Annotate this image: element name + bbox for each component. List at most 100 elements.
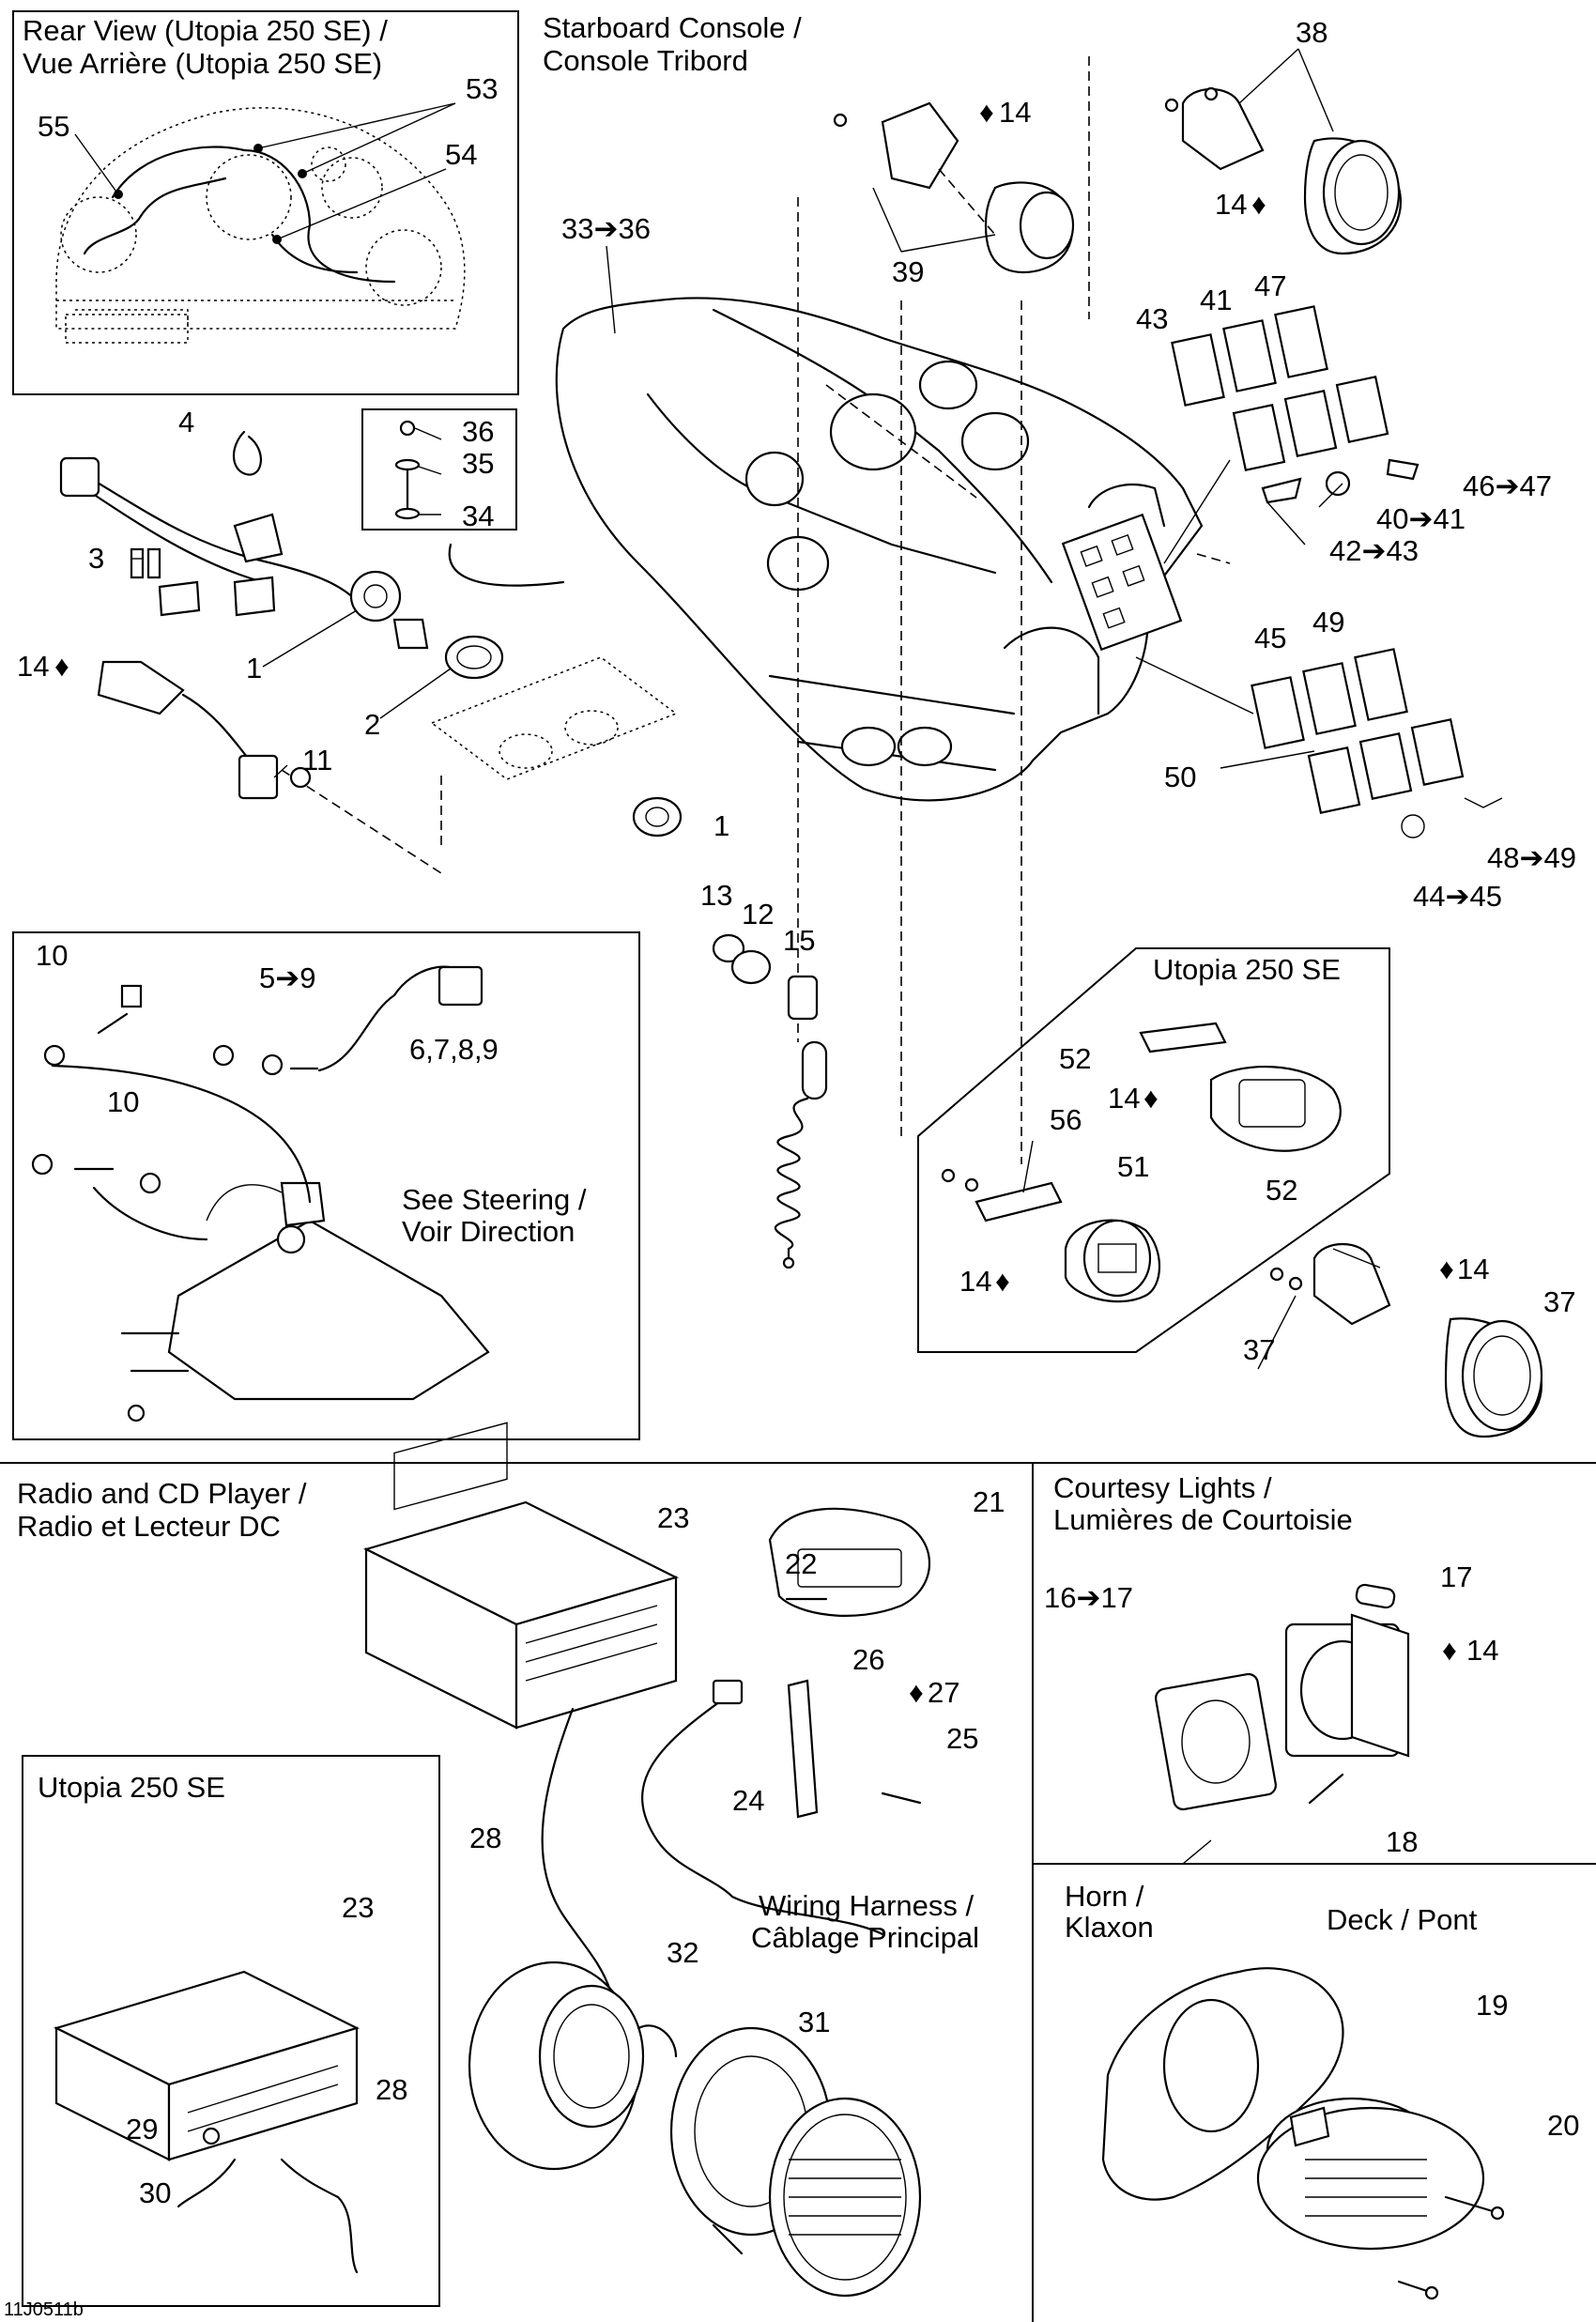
callout-29: 29 — [126, 2113, 158, 2145]
utopia-gauges-title: Utopia 250 SE — [1153, 953, 1341, 986]
callout-37a: 37 — [1543, 1285, 1575, 1318]
starboard-console-drawing — [555, 56, 1231, 1164]
callout-20: 20 — [1547, 2109, 1579, 2142]
callout-36: 36 — [462, 415, 494, 448]
callout-33-36: 33➔36 — [561, 212, 651, 245]
drop-icon: ♦ — [1143, 1082, 1159, 1115]
starboard-console-title-line1: Starboard Console / — [543, 11, 802, 44]
callout-1a: 1 — [246, 652, 262, 684]
callout-10a: 10 — [36, 939, 68, 972]
callout-49: 49 — [1312, 606, 1344, 638]
callout-15: 15 — [783, 924, 815, 957]
rear-view-drawing — [55, 102, 466, 344]
gauge-37 — [1269, 1242, 1543, 1438]
callout-37b: 37 — [1243, 1333, 1275, 1366]
callout-19: 19 — [1476, 1989, 1508, 2022]
steering-frame — [12, 931, 640, 1440]
callout-55: 55 — [38, 110, 69, 143]
callout-56: 56 — [1050, 1103, 1082, 1136]
courtesy-lights-title-line1: Courtesy Lights / — [1053, 1471, 1272, 1504]
callout-30: 30 — [139, 2176, 171, 2209]
callout-18: 18 — [1386, 1825, 1418, 1858]
radio-title-line1: Radio and CD Player / — [17, 1477, 307, 1510]
callout-21: 21 — [973, 1485, 1005, 1518]
callout-23a: 23 — [657, 1501, 689, 1534]
deck-label: Deck / Pont — [1327, 1903, 1478, 1936]
steering-ref-line2: Voir Direction — [402, 1215, 575, 1248]
drop-icon: ♦ — [1442, 1634, 1457, 1667]
callout-47: 47 — [1254, 269, 1286, 302]
radio-utopia — [54, 1970, 360, 2274]
callout-53: 53 — [466, 72, 498, 105]
callout-40-41: 40➔41 — [1376, 502, 1466, 535]
callout-46-47: 46➔47 — [1463, 469, 1552, 502]
steering-parts — [31, 965, 490, 1422]
utopia-radio-frame — [22, 1755, 440, 2307]
callout-38: 38 — [1296, 16, 1327, 49]
utopia-radio-title: Utopia 250 SE — [38, 1771, 225, 1804]
callout-6789: 6,7,8,9 — [409, 1033, 499, 1066]
courtesy-light — [1155, 1583, 1410, 1811]
figure-code: 11J0511b — [4, 2299, 84, 2320]
callout-52b: 52 — [1266, 1174, 1297, 1207]
drop-icon: ♦ — [54, 650, 69, 683]
callout-42-43: 42➔43 — [1329, 534, 1419, 567]
gauge-trim-plate — [281, 656, 678, 874]
callout-13: 13 — [700, 879, 732, 912]
callout-10b: 10 — [107, 1085, 139, 1118]
callout-3: 3 — [88, 542, 104, 575]
callout-17: 17 — [1440, 1561, 1472, 1593]
callout-45: 45 — [1254, 622, 1286, 654]
ignition-harness — [59, 430, 683, 838]
callout-14e: 14 — [959, 1265, 991, 1298]
steering-ref-line1: See Steering / — [402, 1183, 587, 1216]
callout-14g: 14 — [1466, 1634, 1498, 1667]
rear-view-frame — [12, 10, 519, 395]
utopia-gauge-parts — [941, 1022, 1342, 1303]
callout-41: 41 — [1200, 284, 1232, 316]
rear-view-title-line1: Rear View (Utopia 250 SE) / — [23, 14, 388, 47]
horn — [1101, 1967, 1505, 2300]
drop-icon: ♦ — [1439, 1253, 1454, 1285]
screw-hardware — [394, 420, 565, 587]
callout-14a: 14 — [999, 96, 1031, 129]
leader-lines — [131, 48, 1381, 1865]
callout-43: 43 — [1136, 302, 1168, 335]
callout-11: 11 — [302, 744, 332, 777]
callout-48-49: 48➔49 — [1487, 841, 1576, 874]
callout-14d: 14 — [1108, 1082, 1140, 1115]
callout-24: 24 — [732, 1784, 764, 1817]
callout-51: 51 — [1117, 1150, 1149, 1183]
wiring-harness-line1: Wiring Harness / — [759, 1889, 974, 1922]
callout-22: 22 — [785, 1547, 817, 1580]
callout-14f: 14 — [1457, 1253, 1489, 1285]
callout-28a: 28 — [469, 1822, 501, 1854]
callout-52a: 52 — [1059, 1042, 1091, 1075]
hardware-inset-frame — [361, 408, 517, 531]
callout-54: 54 — [445, 138, 477, 171]
safety-lanyard — [712, 933, 828, 1269]
callout-4: 4 — [178, 406, 194, 438]
gauge-38 — [1164, 86, 1402, 255]
callout-31: 31 — [798, 2006, 830, 2038]
courtesy-lights-title-line2: Lumières de Courtoisie — [1053, 1503, 1353, 1536]
callout-14c: 14 — [17, 650, 49, 683]
starboard-console-title-line2: Console Tribord — [543, 44, 748, 77]
drop-icon: ♦ — [995, 1265, 1010, 1298]
radio-title-line2: Radio et Lecteur DC — [17, 1510, 281, 1543]
radio-main — [363, 1422, 931, 1992]
drop-icon: ♦ — [979, 96, 994, 129]
callout-35: 35 — [462, 447, 494, 480]
rear-view-title-line2: Vue Arrière (Utopia 250 SE) — [23, 47, 382, 80]
switch-panel-upper — [1163, 305, 1420, 564]
callout-14b: 14 — [1215, 188, 1247, 221]
drop-icon: ♦ — [1251, 188, 1266, 221]
callout-39: 39 — [892, 255, 924, 288]
callout-2: 2 — [364, 708, 380, 741]
callout-5-9: 5➔9 — [259, 961, 315, 994]
horn-title-line2: Klaxon — [1065, 1911, 1154, 1944]
switch-panel-lower — [1135, 648, 1503, 838]
callout-12: 12 — [742, 898, 774, 930]
callout-50: 50 — [1164, 761, 1196, 793]
